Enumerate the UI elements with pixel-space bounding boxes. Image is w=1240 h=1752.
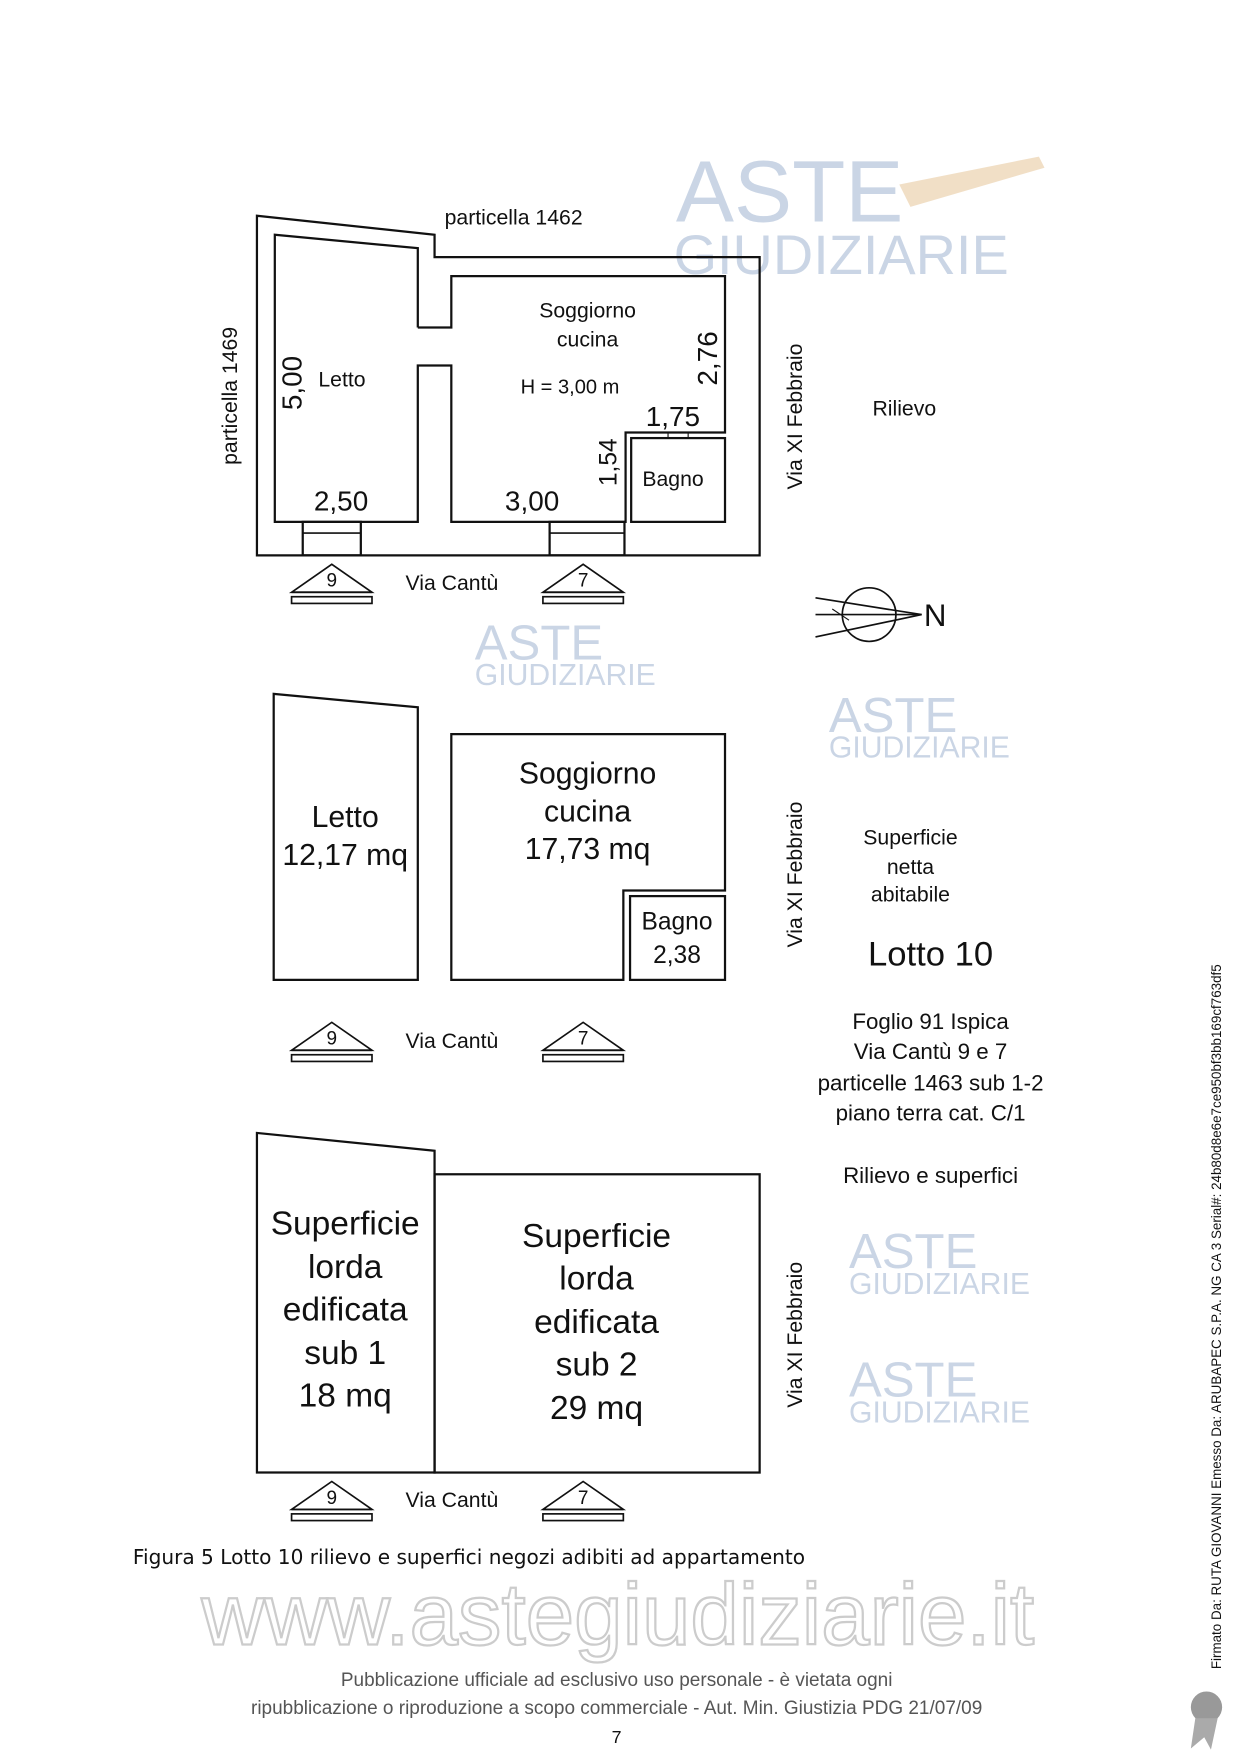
room-letto: Letto xyxy=(312,801,379,834)
room-soggiorno: Soggiorno xyxy=(519,757,657,790)
area-letto: 12,17 mq xyxy=(282,839,408,872)
sub2-area: 29 mq xyxy=(550,1390,643,1427)
entrance-9: 9 xyxy=(327,1029,338,1050)
plan-title-line: abitabile xyxy=(871,884,950,907)
room-letto: Letto xyxy=(318,369,365,392)
svg-text:ASTE: ASTE xyxy=(849,1225,977,1279)
plan-lorda: Superficie lorda edificata sub 1 18 mq S… xyxy=(255,1131,807,1522)
svg-text:GIUDIZIARIE: GIUDIZIARIE xyxy=(475,659,656,692)
entrance-7: 7 xyxy=(578,1029,589,1050)
dim-bagno-h: 1,54 xyxy=(596,438,623,486)
label-street-bottom: Via Cantù xyxy=(406,572,499,595)
north-arrow-icon xyxy=(815,586,922,643)
svg-text:GIUDIZIARIE: GIUDIZIARIE xyxy=(849,1268,1030,1301)
svg-text:ASTE: ASTE xyxy=(475,616,603,670)
entrance-9: 9 xyxy=(327,571,338,592)
svg-text:ASTE: ASTE xyxy=(849,1354,977,1408)
lot-info-line: Via Cantù 9 e 7 xyxy=(854,1039,1008,1064)
watermark-logo-3: ASTE GIUDIZIARIE xyxy=(475,616,656,692)
entrance-7: 7 xyxy=(578,571,589,592)
entrance-7: 7 xyxy=(578,1488,589,1509)
digital-signature: Firmato Da: RUTA GIOVANNI Emesso Da: ARU… xyxy=(1209,964,1224,1669)
plan-rilievo: particella 1462 particella 1469 Via XI F… xyxy=(219,207,947,643)
plan-title: Rilievo xyxy=(872,398,936,421)
svg-text:GIUDIZIARIE: GIUDIZIARIE xyxy=(829,732,1010,765)
svg-text:GIUDIZIARIE: GIUDIZIARIE xyxy=(849,1396,1030,1429)
dim-letto-w: 2,50 xyxy=(314,486,368,517)
label-street-right: Via XI Febbraio xyxy=(784,802,807,948)
lot-subtitle: Rilievo e superfici xyxy=(843,1163,1018,1188)
sub2-label: sub 2 xyxy=(556,1346,638,1383)
lot-info-line: Foglio 91 Ispica xyxy=(852,1009,1009,1034)
sub1-label: sub 1 xyxy=(304,1335,386,1372)
plan-title-line: Superficie xyxy=(863,827,957,850)
label-particella-1462: particella 1462 xyxy=(445,207,583,230)
label-street-bottom: Via Cantù xyxy=(406,1030,499,1053)
room-soggiorno: Soggiorno xyxy=(539,299,636,322)
svg-text:ASTE: ASTE xyxy=(829,689,957,743)
room-cucina: cucina xyxy=(557,328,619,351)
room-cucina: cucina xyxy=(544,795,631,828)
watermark-logo-4: ASTE GIUDIZIARIE xyxy=(849,1225,1030,1301)
sub1-label: Superficie xyxy=(271,1206,420,1243)
watermark-logo-2: ASTE GIUDIZIARIE xyxy=(829,689,1010,765)
dim-letto-h: 5,00 xyxy=(277,356,308,410)
sub1-label: edificata xyxy=(283,1292,408,1329)
area-bagno: 2,38 xyxy=(653,942,701,969)
lot-info-line: piano terra cat. C/1 xyxy=(836,1101,1026,1126)
label-street-right: Via XI Febbraio xyxy=(784,1262,807,1408)
plan-title-line: netta xyxy=(887,856,934,879)
entrance-9: 9 xyxy=(327,1488,338,1509)
svg-text:GIUDIZIARIE: GIUDIZIARIE xyxy=(674,223,1009,286)
watermark-logo-top: ASTE GIUDIZIARIE xyxy=(674,143,1045,286)
footer-line-1: Pubblicazione ufficiale ad esclusivo uso… xyxy=(341,1670,893,1691)
dim-bagno-w: 1,75 xyxy=(646,401,700,432)
footer-line-2: ripubblicazione o riproduzione a scopo c… xyxy=(251,1698,982,1719)
watermark-logo-5: ASTE GIUDIZIARIE xyxy=(849,1354,1030,1430)
lot-title: Lotto 10 xyxy=(868,935,993,973)
label-street-right: Via XI Febbraio xyxy=(784,344,807,490)
label-street-bottom: Via Cantù xyxy=(406,1489,499,1512)
plan-netta: Letto 12,17 mq Soggiorno cucina 17,73 mq… xyxy=(272,692,958,1063)
lot-info: Lotto 10 Foglio 91 Ispica Via Cantù 9 e … xyxy=(818,935,1044,1188)
sub1-area: 18 mq xyxy=(299,1378,392,1415)
dim-sogg-w: 3,00 xyxy=(505,486,559,517)
sub1-label: lorda xyxy=(308,1249,383,1286)
room-height: H = 3,00 m xyxy=(521,376,620,398)
figure-caption: Figura 5 Lotto 10 rilievo e superfici ne… xyxy=(133,1545,805,1569)
lot-info-line: particelle 1463 sub 1-2 xyxy=(818,1070,1044,1095)
svg-text:ASTE: ASTE xyxy=(676,143,904,240)
north-label: N xyxy=(924,598,947,633)
sub2-label: edificata xyxy=(534,1304,659,1341)
sub2-label: Superficie xyxy=(522,1218,671,1255)
page-number: 7 xyxy=(612,1727,622,1747)
room-bagno: Bagno xyxy=(641,909,712,936)
seal-icon xyxy=(1190,1691,1223,1750)
watermark-site: www.astegiudiziarie.it xyxy=(200,1567,1034,1664)
sub2-label: lorda xyxy=(559,1260,634,1297)
label-particella-1469: particella 1469 xyxy=(219,327,242,465)
room-bagno: Bagno xyxy=(642,468,703,491)
dim-sogg-h: 2,76 xyxy=(692,331,723,385)
area-soggiorno: 17,73 mq xyxy=(525,833,651,866)
